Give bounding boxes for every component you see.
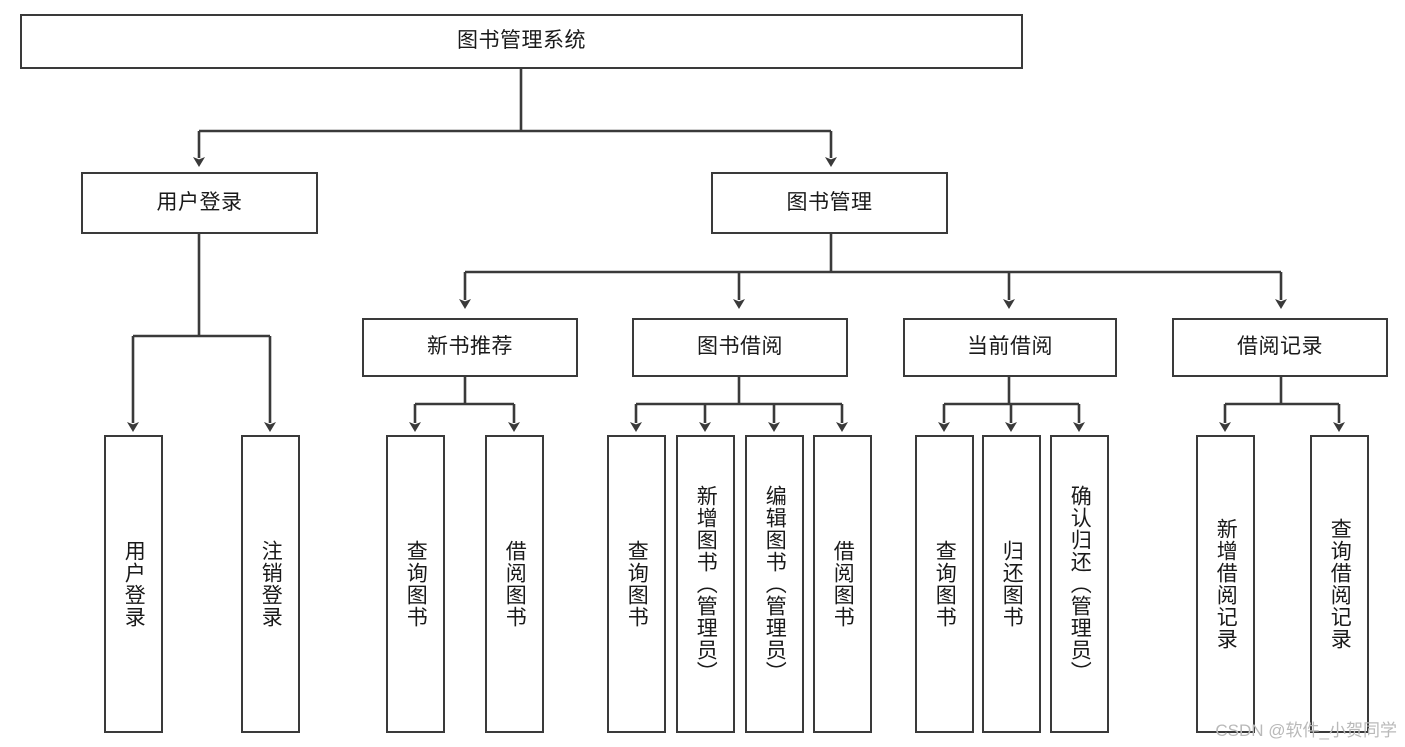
node-root-label: 图书管理系统	[457, 29, 586, 53]
leaf-book-borrow-lend[interactable]: 借阅图书	[813, 435, 872, 733]
node-new-book-recommend-label: 新书推荐	[427, 335, 513, 359]
leaf-book-borrow-lend-label: 借阅图书	[831, 540, 855, 628]
leaf-current-borrow-return[interactable]: 归还图书	[982, 435, 1041, 733]
node-borrow-record-label: 借阅记录	[1237, 335, 1323, 359]
node-book-borrow[interactable]: 图书借阅	[632, 318, 848, 377]
leaf-user-login-signin-label: 用户登录	[122, 540, 146, 628]
leaf-current-borrow-query[interactable]: 查询图书	[915, 435, 974, 733]
leaf-borrow-record-add-label: 新增借阅记录	[1214, 518, 1238, 650]
node-current-borrow-label: 当前借阅	[967, 335, 1053, 359]
leaf-book-borrow-add[interactable]: 新增图书（管理员）	[676, 435, 735, 733]
node-book-management-label: 图书管理	[786, 190, 873, 214]
leaf-new-book-query[interactable]: 查询图书	[386, 435, 445, 733]
node-root[interactable]: 图书管理系统	[20, 14, 1023, 69]
leaf-book-borrow-query-label: 查询图书	[625, 540, 649, 628]
node-borrow-record[interactable]: 借阅记录	[1172, 318, 1388, 377]
leaf-new-book-borrow-label: 借阅图书	[503, 540, 527, 628]
leaf-book-borrow-edit[interactable]: 编辑图书（管理员）	[745, 435, 804, 733]
leaf-book-borrow-query[interactable]: 查询图书	[607, 435, 666, 733]
leaf-user-login-signout-label: 注销登录	[259, 540, 283, 628]
node-current-borrow[interactable]: 当前借阅	[903, 318, 1117, 377]
leaf-borrow-record-add[interactable]: 新增借阅记录	[1196, 435, 1255, 733]
leaf-book-borrow-add-label: 新增图书（管理员）	[694, 485, 718, 683]
node-book-management[interactable]: 图书管理	[711, 172, 948, 234]
leaf-user-login-signout[interactable]: 注销登录	[241, 435, 300, 733]
leaf-current-borrow-query-label: 查询图书	[933, 540, 957, 628]
csdn-watermark: CSDN @软件_小贺同学	[1215, 721, 1397, 740]
node-user-login[interactable]: 用户登录	[81, 172, 318, 234]
leaf-borrow-record-query[interactable]: 查询借阅记录	[1310, 435, 1369, 733]
leaf-new-book-borrow[interactable]: 借阅图书	[485, 435, 544, 733]
node-new-book-recommend[interactable]: 新书推荐	[362, 318, 578, 377]
leaf-borrow-record-query-label: 查询借阅记录	[1328, 518, 1352, 650]
leaf-new-book-query-label: 查询图书	[404, 540, 428, 628]
leaf-user-login-signin[interactable]: 用户登录	[104, 435, 163, 733]
leaf-book-borrow-edit-label: 编辑图书（管理员）	[763, 485, 787, 683]
leaf-current-borrow-confirm[interactable]: 确认归还（管理员）	[1050, 435, 1109, 733]
leaf-current-borrow-return-label: 归还图书	[1000, 540, 1024, 628]
node-user-login-label: 用户登录	[156, 190, 243, 214]
leaf-current-borrow-confirm-label: 确认归还（管理员）	[1068, 485, 1092, 683]
node-book-borrow-label: 图书借阅	[697, 335, 783, 359]
